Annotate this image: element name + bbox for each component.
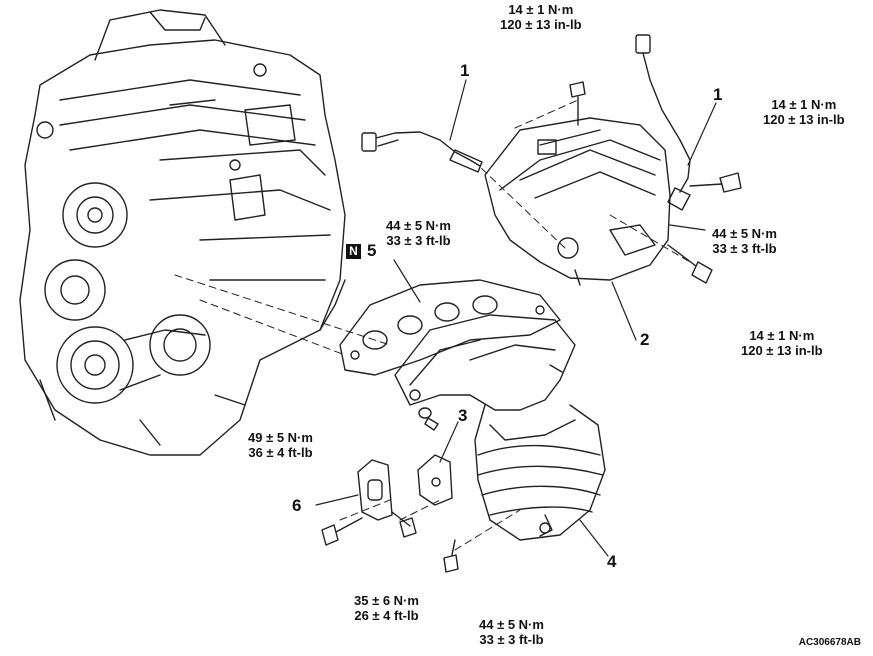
exhaust-gasket	[339, 279, 561, 376]
oxygen-sensor-left	[361, 131, 483, 173]
manifold-stay	[357, 459, 393, 521]
callout-heat-shield: 2	[640, 330, 650, 349]
callout-manifold: 4	[607, 552, 617, 571]
bracket-bolts	[321, 511, 417, 546]
exhaust-manifold	[394, 314, 606, 541]
callout-bracket: 3	[458, 406, 468, 425]
leader-lines	[315, 79, 717, 557]
manifold-nut	[418, 407, 439, 431]
engine-block	[19, 9, 346, 456]
callout-sensor-left: 1	[460, 61, 470, 80]
callout-sensor-right: 1	[713, 85, 723, 104]
manifold-bottom-bolt	[443, 539, 459, 573]
oxygen-sensor-right	[635, 34, 691, 211]
manifold-bracket	[417, 454, 453, 506]
reference-code: AC306678AB	[798, 637, 861, 648]
heat-shield	[484, 117, 671, 286]
callout-stay: 6	[292, 496, 302, 515]
new-part-marker: N	[346, 244, 361, 259]
heat-shield-bolts	[569, 81, 742, 284]
